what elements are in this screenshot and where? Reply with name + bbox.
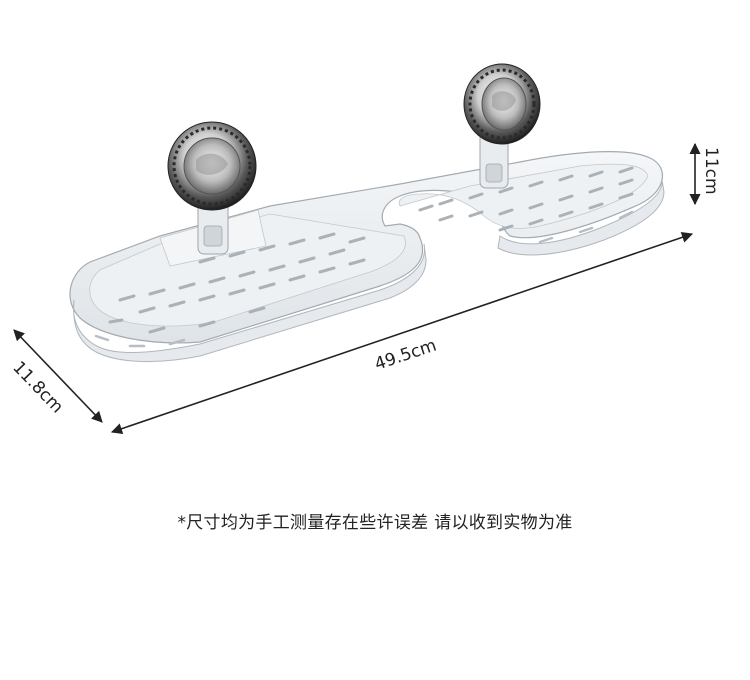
length-label: 49.5cm <box>372 336 439 375</box>
drain-slots-right <box>418 166 634 232</box>
shelf-tray <box>69 151 665 363</box>
dimension-height: 11cm <box>689 142 721 206</box>
tray-floor-right <box>398 163 649 229</box>
suction-cup-right <box>463 63 541 189</box>
length-arrow <box>110 231 694 435</box>
height-label: 11cm <box>701 147 721 195</box>
suction-cup-left <box>167 121 257 255</box>
depth-label: 11.8cm <box>8 358 67 418</box>
depth-arrow <box>13 329 103 423</box>
measurement-note: *尺寸均为手工测量存在些许误差 请以收到实物为准 <box>177 513 573 533</box>
